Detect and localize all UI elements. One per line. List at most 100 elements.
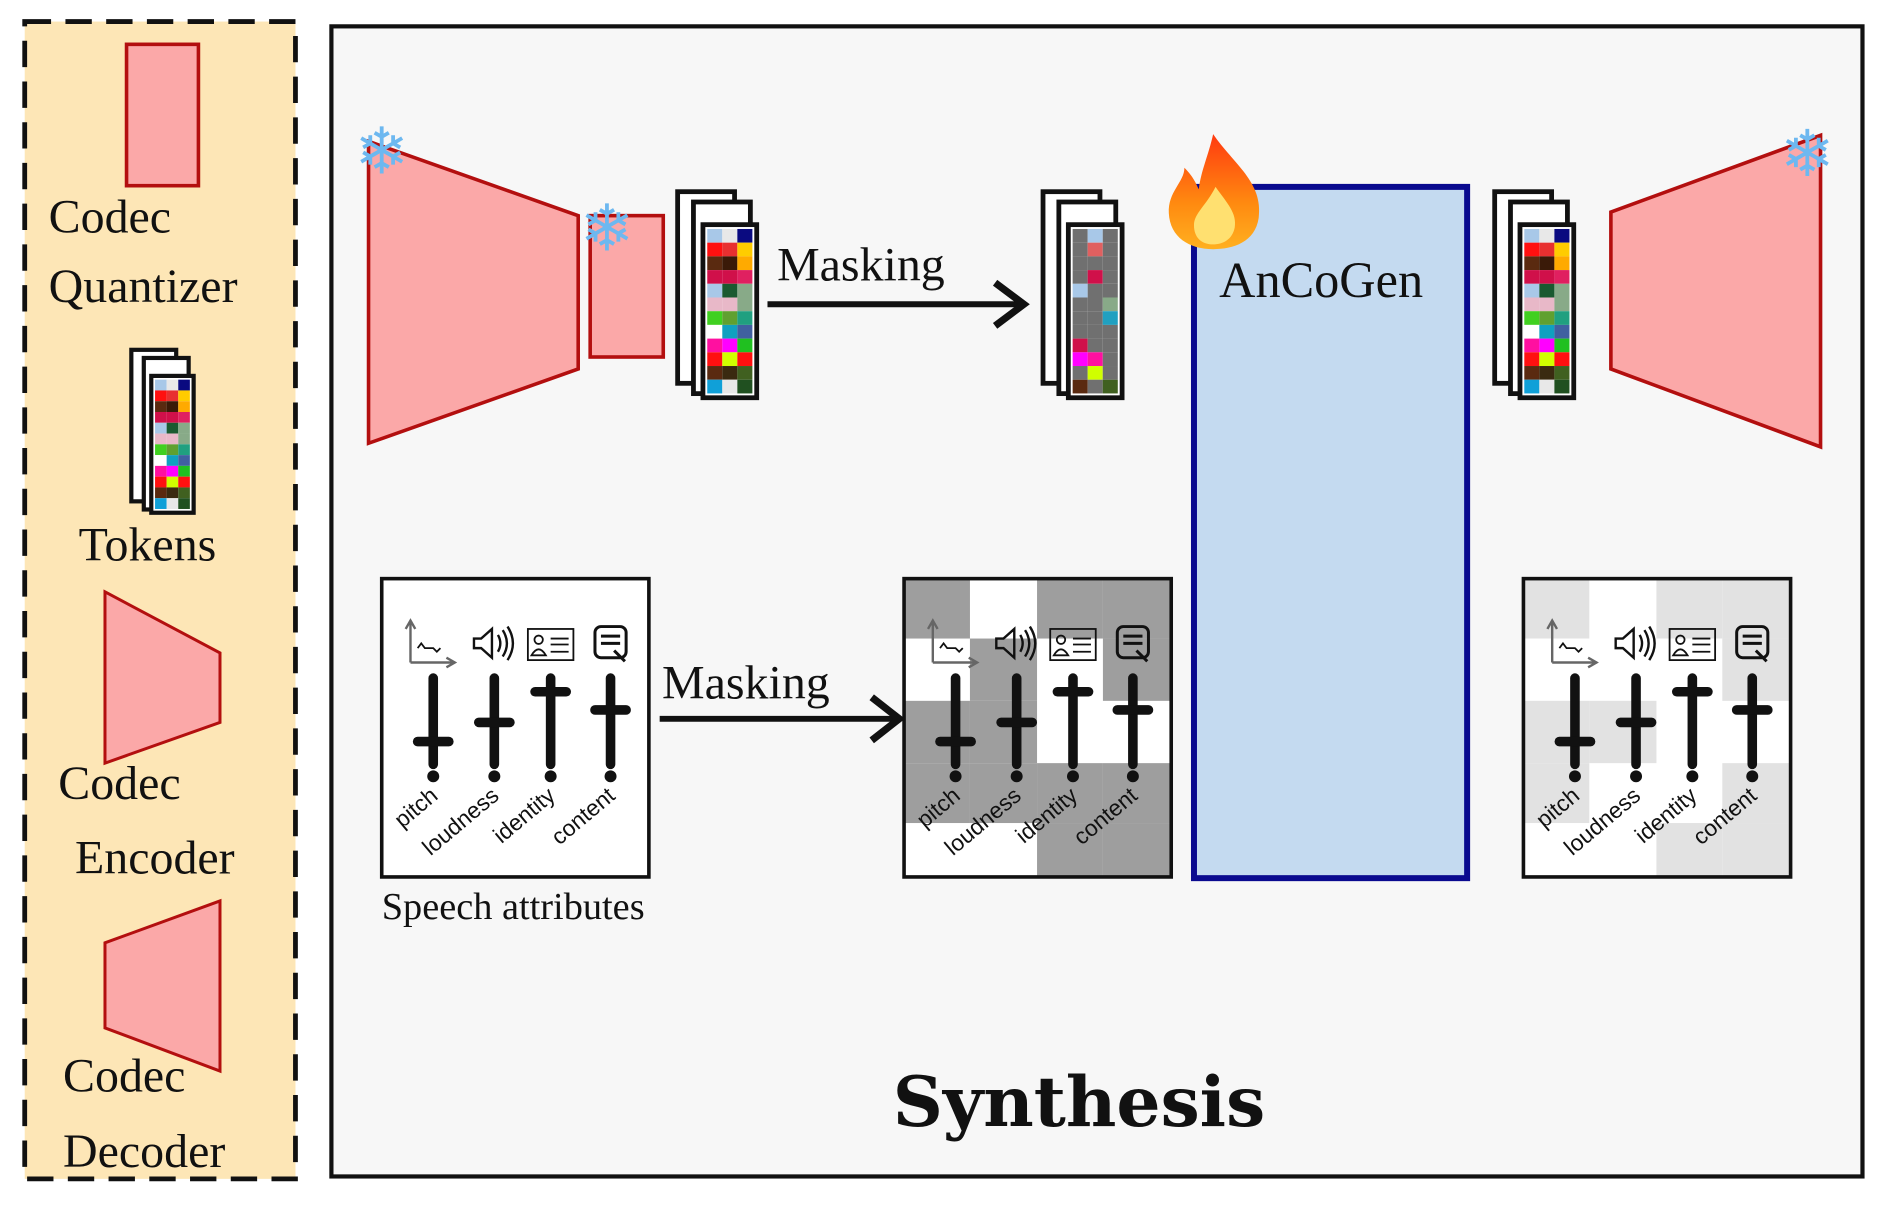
token-cell — [707, 242, 723, 257]
id-lines — [529, 637, 569, 657]
legend-encoder-label-1: Codec — [58, 757, 180, 810]
token-cell — [707, 311, 723, 325]
token-cell — [737, 256, 753, 271]
token-cell — [166, 422, 179, 434]
token-cell — [707, 228, 723, 243]
token-cell — [1539, 338, 1555, 353]
token-cell — [1524, 242, 1540, 257]
token-cell — [707, 270, 723, 284]
token-cell — [1539, 283, 1555, 298]
arrow-masking-bottom — [659, 694, 906, 744]
masked-tokens — [1040, 189, 1125, 401]
loudness-icon — [1614, 625, 1656, 661]
token-cell — [737, 352, 753, 367]
token-cell — [1539, 242, 1555, 257]
legend-encoder-shape — [103, 589, 222, 766]
content-lines — [1123, 634, 1149, 663]
snowflake-icon: ❄ — [580, 191, 634, 264]
flame-icon — [1168, 134, 1260, 250]
token-cell — [1087, 379, 1103, 394]
slider-dot — [488, 770, 501, 783]
mask-cell — [969, 700, 1038, 764]
mask-cell — [1589, 700, 1657, 764]
codec-encoder — [366, 138, 580, 446]
speaker — [1614, 625, 1656, 661]
token-cell — [1102, 228, 1118, 243]
token-cell — [166, 433, 179, 445]
token-cell — [707, 379, 723, 394]
attr-box-border — [902, 576, 1174, 879]
token-cell — [1102, 338, 1118, 353]
token-cell — [1072, 256, 1088, 271]
token-cell — [1554, 283, 1570, 298]
token-cell — [737, 283, 753, 298]
token-cell — [1087, 311, 1103, 325]
token-cell — [166, 498, 179, 509]
token-cell — [178, 444, 190, 456]
id-card — [1668, 628, 1717, 662]
codec-quantizer — [588, 213, 666, 359]
token-cell — [1072, 297, 1088, 312]
token-cell — [737, 311, 753, 325]
mask-cell — [1656, 823, 1723, 877]
id-head — [533, 634, 544, 645]
token-cell — [1087, 256, 1103, 271]
content-doc — [1735, 625, 1770, 660]
token-cell — [1102, 379, 1118, 394]
synthesis-title: Synthesis — [893, 1062, 1265, 1143]
token-cell — [178, 498, 190, 509]
token-cell — [1524, 338, 1540, 353]
slider-dot — [1686, 770, 1699, 783]
token-cell — [1087, 228, 1103, 243]
token-cell — [155, 390, 167, 402]
token-cell — [1072, 352, 1088, 367]
token-cell — [1554, 256, 1570, 271]
legend-tokens-icon — [129, 347, 196, 515]
content-icon — [1735, 625, 1770, 663]
content-icon — [593, 625, 628, 663]
token-cell — [178, 401, 190, 412]
token-cell — [1087, 324, 1103, 339]
token-cell — [722, 338, 738, 353]
pitch-curve — [1558, 641, 1583, 653]
speech-attributes-caption: Speech attributes — [382, 886, 645, 928]
token-cell — [1539, 228, 1555, 243]
token-cell — [166, 401, 179, 412]
ancogen-model — [1190, 183, 1471, 882]
token-cell — [1539, 324, 1555, 339]
slider-dot — [1746, 770, 1759, 783]
content-lines — [1742, 634, 1768, 663]
token-cell — [1102, 242, 1118, 257]
id-head — [1675, 634, 1686, 645]
token-cell — [1072, 379, 1088, 394]
token-cell — [1524, 283, 1540, 298]
token-cell — [707, 297, 723, 312]
token-cell — [1072, 228, 1088, 243]
synthesis-panel: Masking AnCoGen pitchloudnessidentitycon… — [329, 24, 1865, 1179]
token-cell — [1524, 270, 1540, 284]
token-cell — [1524, 352, 1540, 367]
id-lines — [1671, 637, 1711, 657]
input-tokens — [675, 189, 760, 401]
token-cell — [1524, 311, 1540, 325]
mask-cell — [1523, 578, 1590, 639]
token-cell — [1539, 297, 1555, 312]
mask-cell — [1102, 578, 1172, 639]
token-cell — [737, 242, 753, 257]
attr-box-border — [1521, 576, 1793, 879]
token-cell — [1087, 270, 1103, 284]
token-cell — [1072, 283, 1088, 298]
token-cell — [737, 297, 753, 312]
attr-box-bg — [381, 578, 649, 877]
token-cell — [1072, 311, 1088, 325]
token-cell — [1539, 270, 1555, 284]
mask-cell — [904, 578, 970, 639]
pitch-icon — [1546, 618, 1599, 669]
legend-encoder-label-2: Encoder — [75, 831, 235, 884]
slider-dot — [604, 770, 617, 783]
token-cell — [178, 476, 190, 488]
token-cell — [1102, 283, 1118, 298]
token-cell — [178, 433, 190, 445]
pitch-icon — [404, 618, 458, 669]
